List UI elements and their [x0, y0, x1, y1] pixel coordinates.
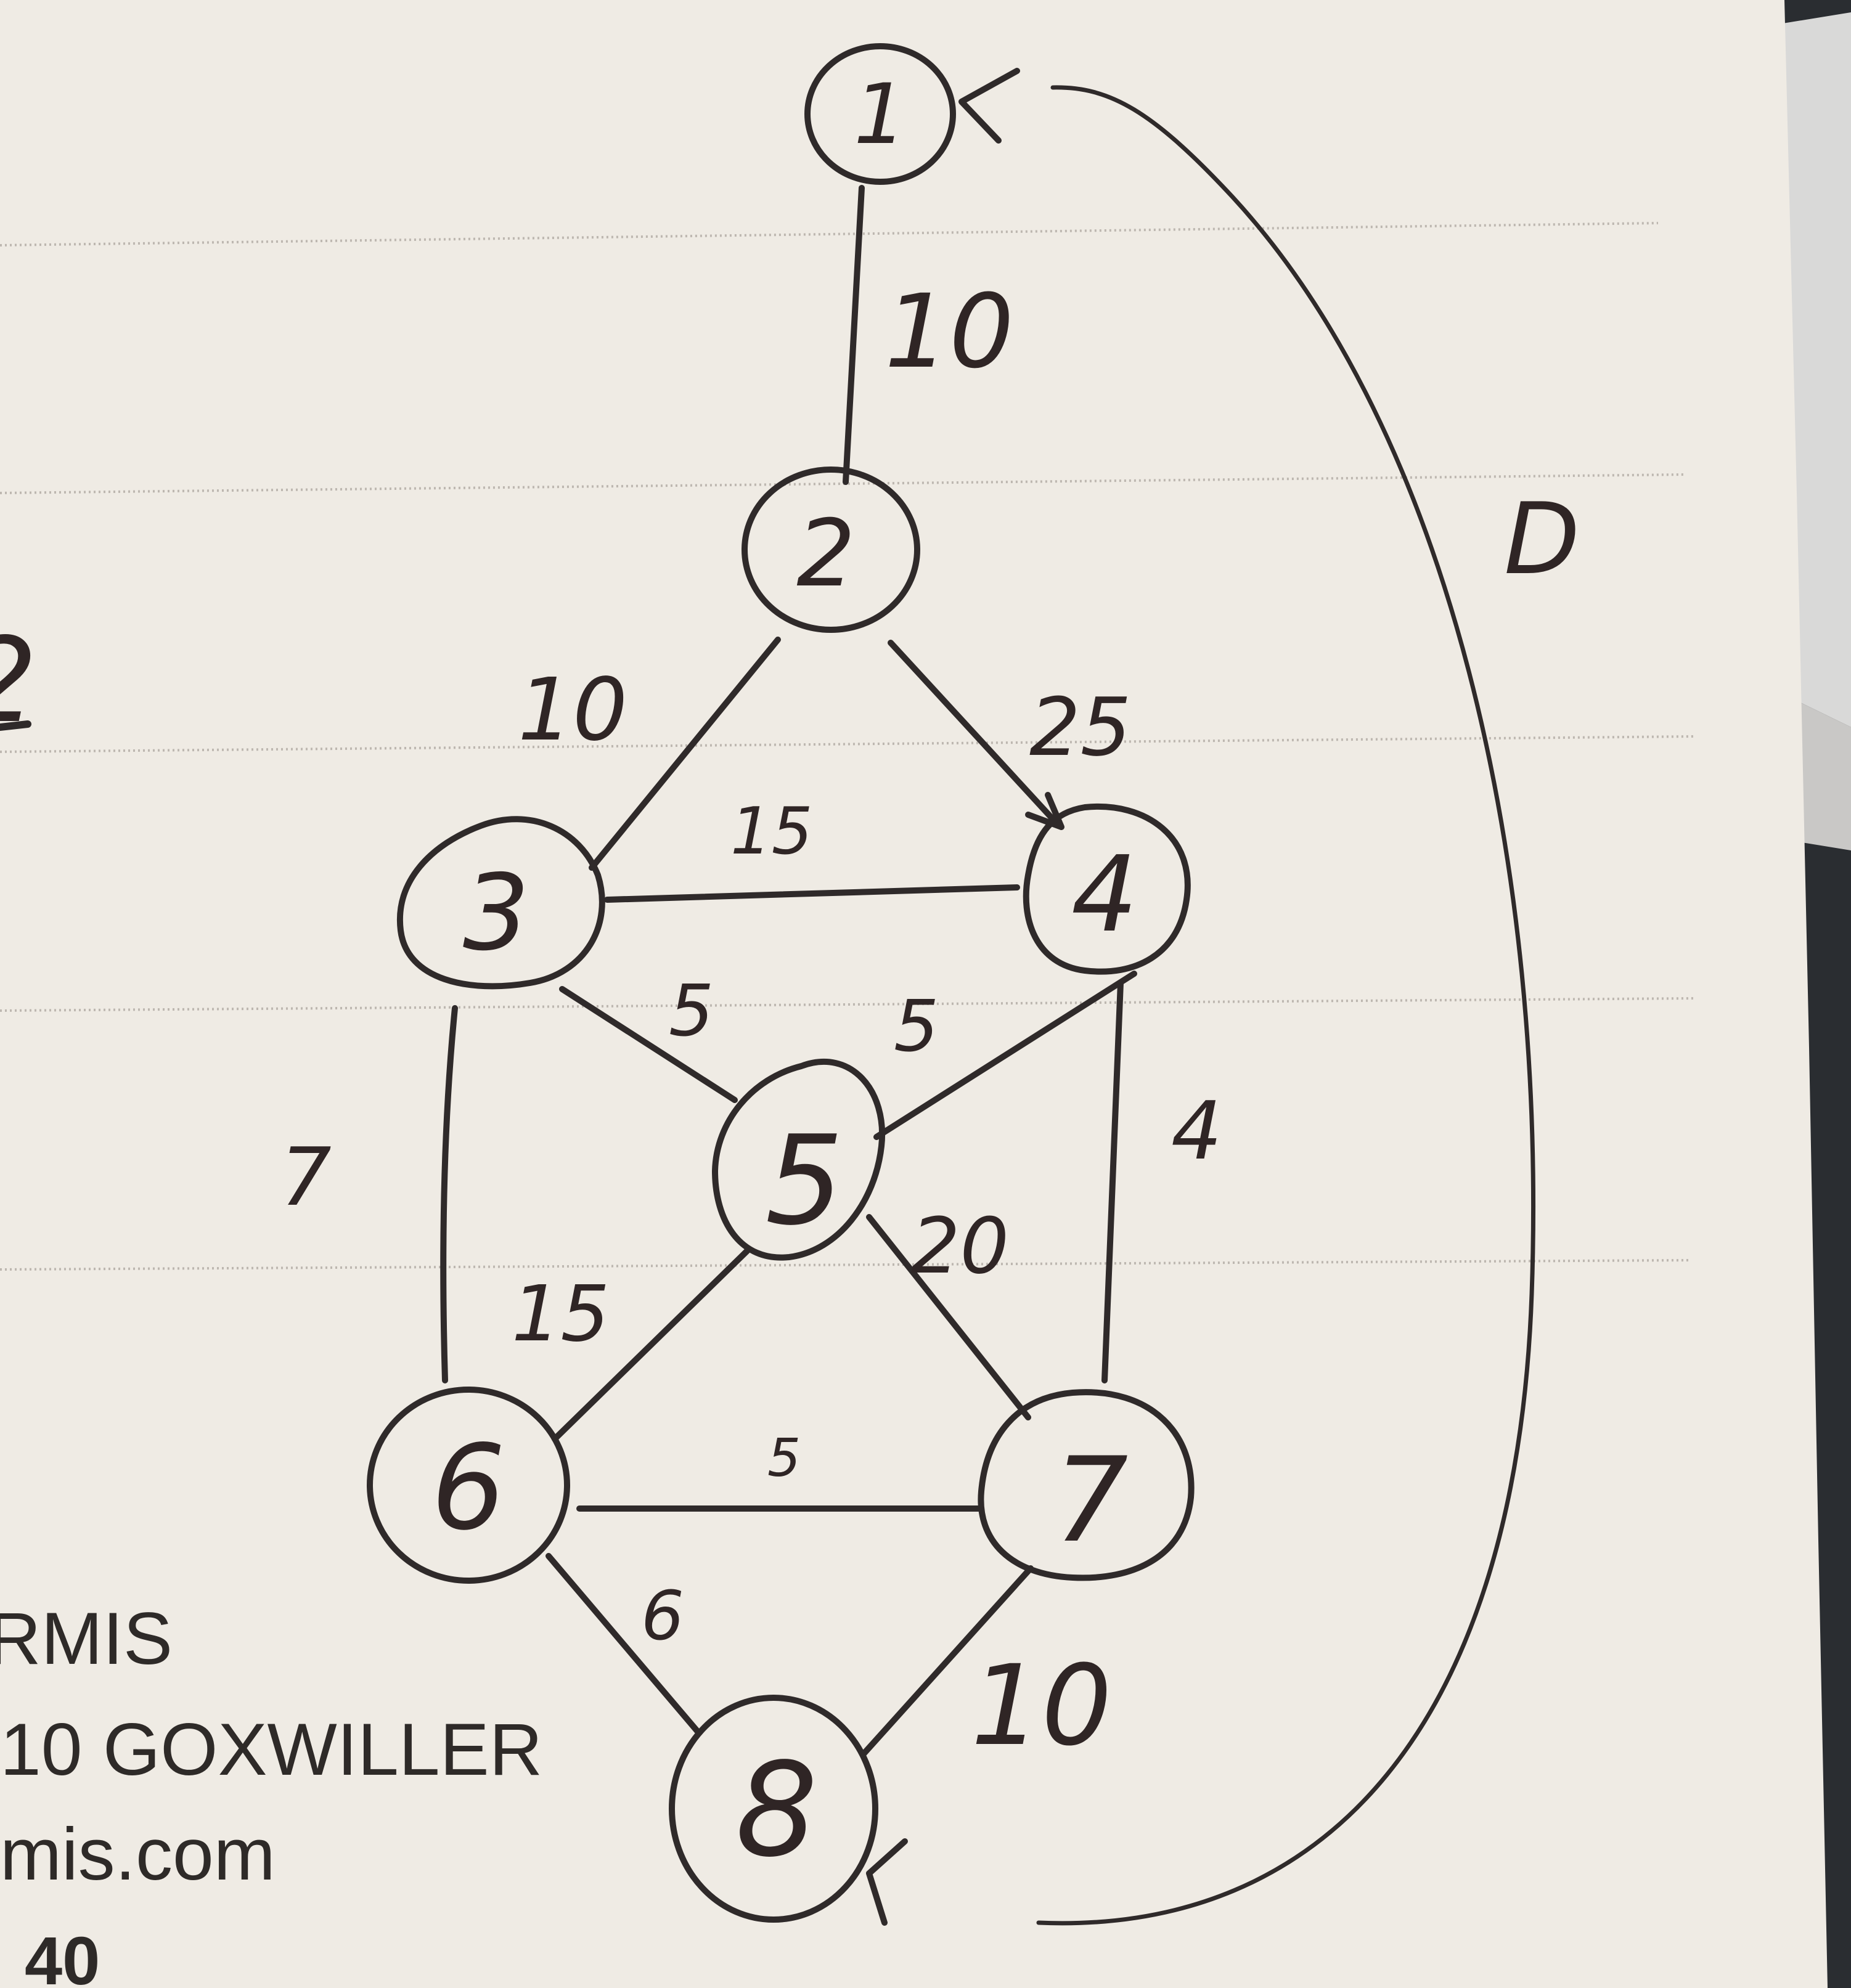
edge-6-8 [545, 1553, 701, 1735]
node-label-3: 3 [463, 852, 529, 974]
node-1[interactable]: 1 [804, 43, 956, 185]
weight-2-3: 10 [518, 660, 627, 760]
node-8[interactable]: 8 [669, 1695, 878, 1923]
printed-line-2: 10 GOXWILLER [0, 1708, 542, 1791]
ruled-lines [0, 222, 1696, 1271]
weight-6-7: 5 [767, 1428, 801, 1489]
edge-1-2 [843, 185, 865, 485]
edge-2-3 [589, 637, 781, 871]
weight-5-6: 15 [512, 1269, 610, 1359]
edge-3-4 [604, 884, 1020, 903]
arrowhead-1 [958, 68, 1020, 144]
edge-4-5 [873, 971, 1137, 1140]
node-3[interactable]: 3 [396, 816, 605, 990]
edge-4-7 [1101, 980, 1124, 1383]
node-label-5: 5 [765, 1109, 843, 1253]
node-label-8: 8 [735, 1735, 818, 1886]
node-label-6: 6 [431, 1420, 506, 1556]
weight-5-7: 20 [911, 1202, 1009, 1291]
printed-line-3: mis.com [0, 1813, 276, 1896]
node-4[interactable]: 4 [1023, 803, 1191, 975]
edge-3-5 [559, 986, 738, 1103]
weight-6-8: 6 [641, 1576, 684, 1655]
edge-weights: 10 10 25 15 5 5 7 4 15 20 5 6 10 D [280, 272, 1580, 1770]
node-5[interactable]: 5 [712, 1059, 886, 1261]
edge-5-7 [866, 1214, 1031, 1420]
arrowhead-8 [866, 1838, 908, 1926]
node-label-4: 4 [1071, 834, 1138, 956]
weight-3-5: 5 [669, 970, 714, 1053]
weight-7-8: 10 [971, 1642, 1112, 1770]
edge-3-6 [440, 1005, 458, 1383]
printed-line-1: RMIS [0, 1597, 173, 1680]
edge-7-8 [861, 1565, 1034, 1756]
weight-4-7: 4 [1171, 1084, 1222, 1178]
edge-8-1-curve [1036, 85, 1536, 1926]
weight-1-2: 10 [885, 272, 1014, 391]
weight-3-6: 7 [280, 1130, 332, 1224]
node-label-7: 7 [1054, 1432, 1129, 1568]
weight-8-1: D [1504, 481, 1580, 597]
weight-4-5: 5 [894, 985, 939, 1068]
weight-3-4: 15 [730, 794, 813, 869]
node-2[interactable]: 2 [742, 466, 920, 633]
node-6[interactable]: 6 [367, 1387, 570, 1584]
node-label-2: 2 [796, 500, 855, 608]
edge-2-4 [888, 640, 1062, 829]
node-label-1: 1 [854, 66, 907, 163]
graph-nodes: 1 2 3 4 5 6 7 8 [367, 43, 1195, 1923]
margin-underline [0, 720, 31, 731]
printed-footer: RMIS 10 GOXWILLER mis.com 40 [0, 1597, 542, 1988]
node-7[interactable]: 7 [978, 1389, 1195, 1581]
edge-5-6 [552, 1248, 750, 1442]
arrowhead-4 [1025, 792, 1064, 830]
graph-edges [440, 68, 1536, 1926]
printed-line-4: 40 [25, 1923, 100, 1988]
weight-2-4: 25 [1029, 680, 1131, 774]
